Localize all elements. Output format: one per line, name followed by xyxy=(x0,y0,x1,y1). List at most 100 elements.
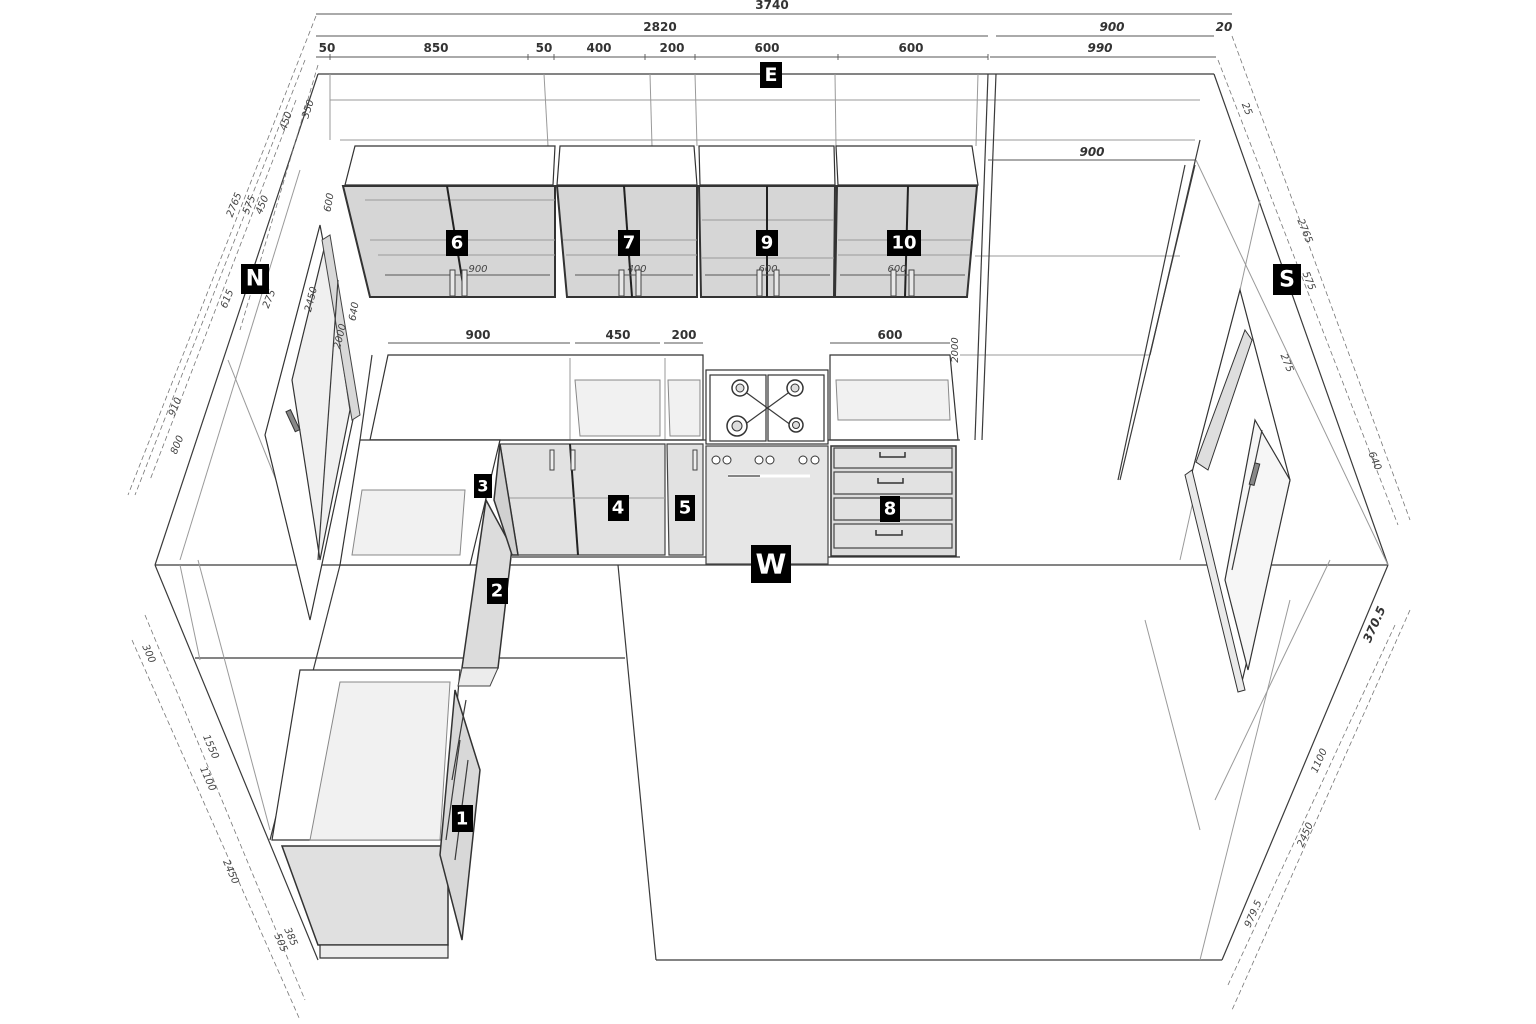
left-dim-low-2: 1100 xyxy=(197,765,217,793)
left-run xyxy=(264,224,519,959)
top-dimensions: 3740 2820 900 20 990 50 850 50 400 200 6… xyxy=(316,0,1232,60)
upper-cab-6-width: 900 xyxy=(468,264,487,275)
left-dim-4: 450 xyxy=(254,194,271,216)
burner-icon xyxy=(786,379,804,397)
counter-dim-0: 900 xyxy=(465,328,490,342)
handle-icon xyxy=(618,269,625,297)
dim-left-run: 2820 xyxy=(643,20,676,34)
wall-label-south: S xyxy=(1273,264,1301,295)
svg-text:8: 8 xyxy=(884,499,897,520)
svg-text:9: 9 xyxy=(761,233,774,254)
badge-5: 5 xyxy=(675,495,695,521)
svg-text:3: 3 xyxy=(477,477,488,496)
dim-overall: 3740 xyxy=(755,0,788,12)
svg-text:E: E xyxy=(765,64,778,86)
badge-3: 3 xyxy=(474,474,492,498)
badge-7: 7 xyxy=(618,230,640,256)
badge-4: 4 xyxy=(608,495,629,521)
right-dim-low-0: 1100 xyxy=(1310,747,1330,775)
left-dim-mid-1: 800 xyxy=(169,434,186,456)
left-dim-low-3: 2450 xyxy=(220,858,240,886)
svg-text:10: 10 xyxy=(891,233,916,254)
wall-label-west: W xyxy=(751,545,791,583)
right-dim-1: 2765 xyxy=(1294,217,1314,245)
handle-icon xyxy=(890,269,897,297)
counter-dim-1: 450 xyxy=(605,328,630,342)
svg-text:4: 4 xyxy=(612,498,625,519)
upper-cab-9-width: 600 xyxy=(758,264,777,275)
svg-text:N: N xyxy=(246,267,264,292)
dim-right-upper: 900 xyxy=(1099,20,1124,34)
handle-icon xyxy=(773,269,780,297)
window-handle-icon xyxy=(285,409,301,433)
badge-6: 6 xyxy=(446,230,468,256)
left-dim-low-0: 300 xyxy=(139,643,157,665)
handle-icon xyxy=(570,449,576,471)
svg-text:W: W xyxy=(756,548,787,581)
burner-icon xyxy=(788,417,804,433)
oven-knobs xyxy=(711,455,820,465)
svg-text:7: 7 xyxy=(623,233,636,254)
right-dim-2: 575 xyxy=(1300,270,1317,292)
dim-seg-1: 850 xyxy=(423,41,448,55)
dim-upper-cab-height: 600 xyxy=(322,192,336,213)
burner-icon xyxy=(731,379,749,397)
right-dim-0: 25 xyxy=(1239,101,1254,117)
handle-icon xyxy=(756,269,763,297)
right-dim-3: 275 xyxy=(1278,352,1295,374)
drawer-handle-icon xyxy=(877,478,904,484)
dim-seg-0: 50 xyxy=(319,41,336,55)
counter-dim-3: 600 xyxy=(877,328,902,342)
window-handle-icon xyxy=(1248,462,1261,487)
handle-icon xyxy=(908,269,915,297)
badge-10: 10 xyxy=(887,230,921,256)
wall-label-north: N xyxy=(241,264,269,294)
dim-seg-5: 600 xyxy=(754,41,779,55)
handle-icon xyxy=(635,269,642,297)
badge-8: 8 xyxy=(880,496,900,522)
dim-seg-6: 600 xyxy=(898,41,923,55)
right-dim-mid-0: 640 xyxy=(1366,450,1383,472)
right-dim-low-1: 2450 xyxy=(1296,821,1316,849)
handle-icon xyxy=(449,269,456,297)
gas-stove[interactable] xyxy=(705,369,829,565)
handle-icon xyxy=(692,449,698,471)
dim-right-gap: 20 xyxy=(1216,20,1233,34)
dim-right-height: 2000 xyxy=(950,337,961,362)
svg-text:2: 2 xyxy=(491,581,504,602)
dim-gap-height: 640 xyxy=(347,301,361,322)
svg-text:S: S xyxy=(1279,268,1295,293)
base-cabinet-4[interactable] xyxy=(499,443,666,556)
dim-upper-right-space: 900 xyxy=(1079,145,1104,159)
countertop xyxy=(369,354,960,441)
right-dim-mid-1: 370.5 xyxy=(1360,604,1388,644)
dim-seg-3: 400 xyxy=(586,41,611,55)
handle-icon xyxy=(461,269,468,297)
left-dim-0: 450 xyxy=(278,110,294,132)
badge-2: 2 xyxy=(487,578,508,604)
base-cabinet-3[interactable] xyxy=(493,443,519,556)
upper-cab-10-width: 600 xyxy=(887,264,906,275)
handle-icon xyxy=(549,449,555,471)
south-window xyxy=(1184,287,1291,693)
badge-9: 9 xyxy=(756,230,778,256)
counter-dim-2: 200 xyxy=(671,328,696,342)
dim-seg-2: 50 xyxy=(536,41,553,55)
dim-right-lower: 990 xyxy=(1087,41,1112,55)
left-dim-5: 615 xyxy=(219,288,236,310)
dim-seg-4: 200 xyxy=(659,41,684,55)
badge-1: 1 xyxy=(452,805,473,832)
svg-text:5: 5 xyxy=(679,498,692,519)
burner-icon xyxy=(726,415,748,437)
left-dim-mid-0: 910 xyxy=(167,396,184,418)
drawer-handle-icon xyxy=(879,452,906,458)
upper-cabinets: 900 400 600 xyxy=(341,145,979,298)
svg-text:6: 6 xyxy=(451,233,464,254)
drawer-handle-icon xyxy=(875,530,903,536)
svg-text:1: 1 xyxy=(456,809,469,830)
left-dim-low-1: 1550 xyxy=(200,733,220,761)
counter-dimensions: 900 450 200 600 2000 600 640 860 xyxy=(322,192,961,434)
left-dim-1: 350 xyxy=(300,98,316,120)
